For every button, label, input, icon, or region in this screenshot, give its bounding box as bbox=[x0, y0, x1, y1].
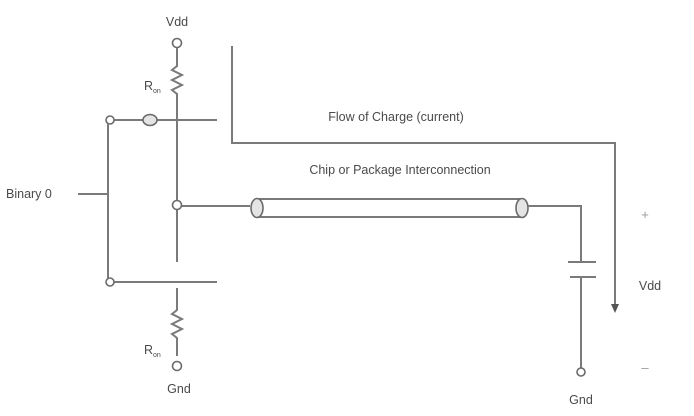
gnd-left-label: Gnd bbox=[167, 382, 191, 396]
ron-bottom-label: R bbox=[144, 343, 153, 357]
pullup-resistor bbox=[169, 48, 185, 262]
load-wire bbox=[528, 205, 582, 262]
interconnect-label: Chip or Package Interconnection bbox=[309, 163, 490, 177]
binary-input-label: Binary 0 bbox=[6, 187, 52, 201]
pmos-gate-bubble bbox=[142, 113, 158, 127]
interconnect-right-end bbox=[515, 197, 529, 219]
current-flow-arrowhead-icon bbox=[611, 304, 619, 313]
vdd-top-label: Vdd bbox=[166, 15, 188, 29]
vdd-top-terminal bbox=[171, 37, 183, 49]
ron-top-label: R bbox=[144, 79, 153, 93]
gate-bottom-node bbox=[105, 277, 115, 287]
ron-bottom-subscript: on bbox=[153, 352, 161, 359]
flow-label: Flow of Charge (current) bbox=[328, 110, 463, 124]
plus-sign: + bbox=[641, 207, 649, 222]
pulldown-resistor bbox=[169, 288, 185, 356]
current-flow-path bbox=[231, 46, 616, 306]
gnd-right-label: Gnd bbox=[569, 393, 593, 407]
gate-top-node bbox=[105, 115, 115, 125]
minus-sign: – bbox=[641, 360, 649, 375]
gnd-right-terminal bbox=[576, 367, 586, 377]
gnd-left-terminal bbox=[171, 360, 183, 372]
vdd-right-label: Vdd bbox=[639, 279, 661, 293]
ron-top-subscript: on bbox=[153, 88, 161, 95]
output-node bbox=[171, 199, 183, 211]
interconnect-left-end bbox=[250, 197, 264, 219]
